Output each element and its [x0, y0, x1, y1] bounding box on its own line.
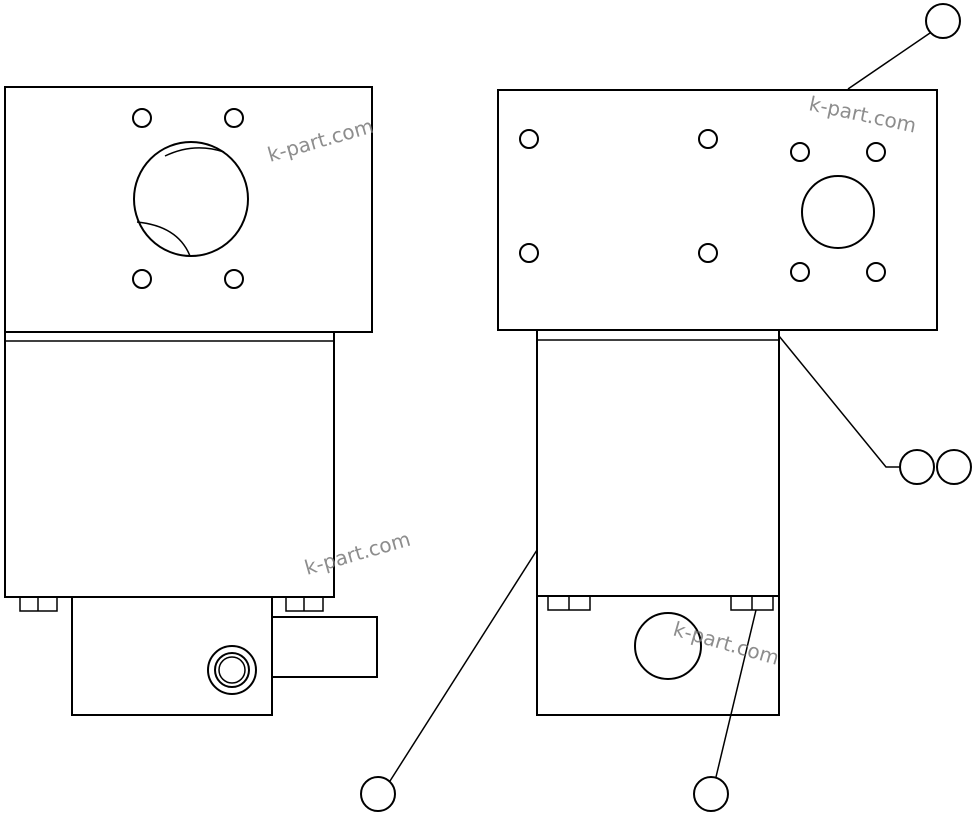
- callouts: [360, 3, 972, 812]
- right-flange-bolt: [790, 262, 810, 282]
- watermarks: k-part.com k-part.com k-part.com k-part.…: [265, 91, 919, 669]
- right-bolt-hole: [519, 129, 539, 149]
- right-bolt-hole: [698, 129, 718, 149]
- callout-balloon[interactable]: [936, 449, 972, 485]
- left-body-block: [4, 331, 335, 598]
- right-base-block: [536, 595, 780, 716]
- left-port-hole: [133, 141, 249, 257]
- watermark-text: k-part.com: [807, 91, 919, 137]
- right-bolt-hole: [698, 243, 718, 263]
- left-bolt-hole: [224, 269, 244, 289]
- left-bolt-hole: [132, 108, 152, 128]
- right-flange-bolt: [790, 142, 810, 162]
- leader-line: [847, 32, 931, 90]
- left-plug-inner: [218, 656, 246, 684]
- left-view: [4, 86, 378, 716]
- callout-balloon[interactable]: [693, 776, 729, 812]
- watermark-text: k-part.com: [302, 527, 413, 580]
- leader-line: [389, 549, 538, 782]
- leader-line: [778, 335, 900, 468]
- callout-balloon[interactable]: [899, 449, 935, 485]
- left-top-plate: [4, 86, 373, 333]
- right-body-block: [536, 329, 780, 597]
- left-side-fitting: [271, 616, 378, 678]
- left-port-arc-bottom: [136, 221, 191, 257]
- left-port-arc-top: [164, 147, 225, 157]
- right-port-hole: [801, 175, 875, 249]
- left-plug-mid: [214, 652, 250, 688]
- right-bolt-hole: [519, 243, 539, 263]
- watermark-text: k-part.com: [265, 114, 376, 167]
- callout-balloon[interactable]: [360, 776, 396, 812]
- left-plug-outer: [207, 645, 257, 695]
- right-flange-bolt: [866, 142, 886, 162]
- right-view: [497, 89, 938, 716]
- leader-line: [715, 609, 757, 778]
- callout-balloon[interactable]: [925, 3, 961, 39]
- right-base-port: [634, 612, 702, 680]
- left-bolt-hole: [224, 108, 244, 128]
- right-flange-bolt: [866, 262, 886, 282]
- watermark-text: k-part.com: [671, 617, 782, 670]
- left-bolt-hole: [132, 269, 152, 289]
